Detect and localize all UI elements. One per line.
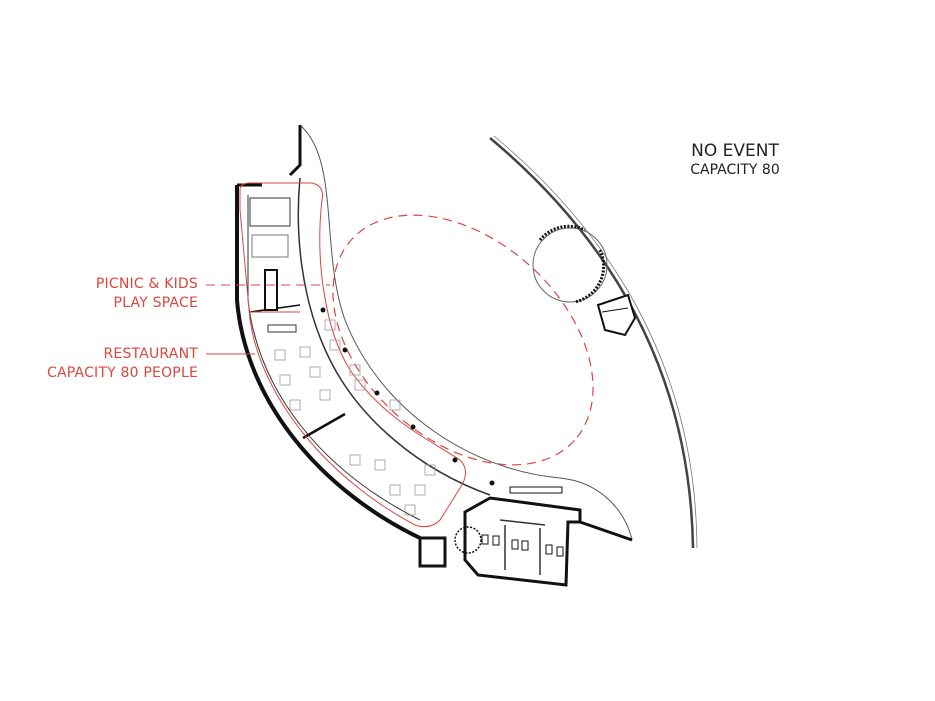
restaurant-label: RESTAURANT CAPACITY 80 PEOPLE [47,345,198,383]
restaurant-label-line1: RESTAURANT [103,346,198,362]
event-title: NO EVENT [691,141,779,161]
table [349,364,361,376]
table [349,454,361,466]
table [299,346,311,358]
table [274,349,286,361]
restaurant-label-line2: CAPACITY 80 PEOPLE [47,365,198,381]
table [324,319,336,331]
table [404,504,416,516]
picnic-kids-label: PICNIC & KIDS PLAY SPACE [96,275,198,313]
toilet-block [463,496,582,587]
restaurant-zone-outline [239,182,466,528]
table [319,389,331,401]
picnic-label-line2: PLAY SPACE [113,295,198,311]
event-status: NO EVENT CAPACITY 80 [670,141,800,179]
table [329,339,341,351]
table [389,399,401,411]
event-capacity: CAPACITY 80 [690,162,780,178]
outer-wall [235,185,421,540]
table [374,459,386,471]
picnic-label-line1: PICNIC & KIDS [95,276,198,292]
table [414,484,426,496]
table [289,399,301,411]
table [424,464,436,476]
courtyard-edge [299,124,633,541]
table [354,379,366,391]
pavilion [532,227,608,303]
table [389,484,401,496]
table [309,366,321,378]
event-area-outline [332,214,594,466]
restaurant-tables [274,319,436,516]
table [279,374,291,386]
